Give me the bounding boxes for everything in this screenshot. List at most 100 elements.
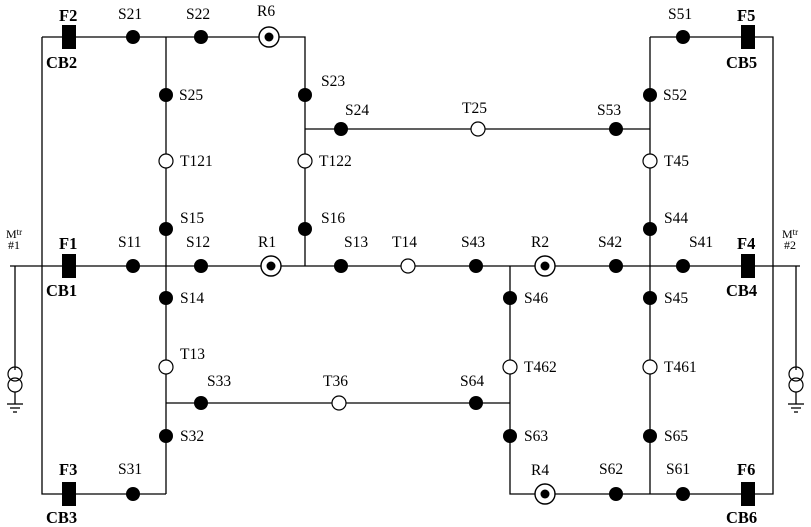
- switch-s46-label: S46: [524, 290, 548, 307]
- breaker-cb3: [62, 482, 76, 506]
- breaker-cb6-label: CB6: [726, 508, 757, 527]
- switch-s62: [609, 487, 623, 501]
- switch-s51-label: S51: [668, 6, 692, 23]
- tie-t122-label: T122: [319, 153, 352, 170]
- switch-s11-label: S11: [118, 234, 142, 251]
- breaker-cb5: [741, 25, 755, 49]
- recloser-r4-label: R4: [531, 462, 549, 479]
- tie-t461-label: T461: [664, 359, 697, 376]
- switch-s31-label: S31: [118, 461, 142, 478]
- recloser-r6-label: R6: [257, 3, 275, 20]
- switch-s24: [334, 122, 348, 136]
- switch-s22: [194, 30, 208, 44]
- tie-t121: [158, 153, 174, 169]
- switch-s23-label: S23: [321, 73, 345, 90]
- switch-s33-label: S33: [207, 373, 231, 390]
- switch-s41-label: S41: [689, 234, 713, 251]
- transformer-2-icon: [788, 366, 804, 413]
- tie-t36-label: T36: [323, 373, 348, 390]
- tie-t14: [400, 258, 416, 274]
- switch-s65: [643, 429, 657, 443]
- switch-s44-label: S44: [664, 210, 688, 227]
- breaker-cb1-label: CB1: [46, 281, 77, 300]
- switch-s13-label: S13: [344, 234, 368, 251]
- recloser-r1: [260, 255, 282, 277]
- feeder-f2-label: F2: [59, 6, 77, 25]
- switch-s43: [469, 259, 483, 273]
- switch-s42: [609, 259, 623, 273]
- switch-s32: [159, 429, 173, 443]
- switch-s24-label: S24: [345, 102, 369, 119]
- switch-s12-label: S12: [186, 234, 210, 251]
- tie-t14-label: T14: [392, 234, 417, 251]
- breaker-cb4: [741, 254, 755, 278]
- tie-t25: [470, 121, 486, 137]
- tie-t461: [642, 359, 658, 375]
- recloser-r2: [534, 255, 556, 277]
- tie-switches: [158, 121, 658, 411]
- switch-s32-label: S32: [180, 428, 204, 445]
- switch-s64-label: S64: [460, 373, 484, 390]
- switch-s62-label: S62: [599, 461, 623, 478]
- switch-s12: [194, 259, 208, 273]
- switch-s33: [194, 396, 208, 410]
- recloser-r1-label: R1: [258, 234, 276, 251]
- switch-s63-label: S63: [524, 428, 548, 445]
- switch-s14-label: S14: [180, 290, 204, 307]
- transformer-1-icon: [7, 366, 23, 413]
- transformer-1-number: #1: [8, 238, 20, 252]
- tie-t45-label: T45: [664, 153, 689, 170]
- switch-s45-label: S45: [664, 290, 688, 307]
- feeder-f6-label: F6: [737, 460, 755, 479]
- switch-s14: [159, 291, 173, 305]
- switch-s15-label: S15: [180, 210, 204, 227]
- switch-s13: [334, 259, 348, 273]
- switch-s51: [676, 30, 690, 44]
- switch-s31: [126, 487, 140, 501]
- tie-t462-label: T462: [524, 359, 557, 376]
- switch-s11: [126, 259, 140, 273]
- breaker-cb2-label: CB2: [46, 53, 77, 72]
- recloser-r4: [534, 483, 556, 505]
- switch-s23: [298, 88, 312, 102]
- transformer-1-label: Mtr: [6, 227, 22, 241]
- switch-s25-label: S25: [179, 87, 203, 104]
- switch-s16-label: S16: [321, 210, 345, 227]
- switch-s22-label: S22: [186, 6, 210, 23]
- switch-s41: [676, 259, 690, 273]
- switch-s16: [298, 222, 312, 236]
- breaker-cb4-label: CB4: [726, 281, 757, 300]
- feeder-f5-label: F5: [737, 6, 755, 25]
- breaker-cb2: [62, 25, 76, 49]
- switch-s45: [643, 291, 657, 305]
- closed-switches: [126, 30, 690, 501]
- breaker-cb5-label: CB5: [726, 53, 757, 72]
- tie-t13-label: T13: [180, 346, 205, 363]
- transformer-2-number: #2: [784, 238, 796, 252]
- feeder-f1-label: F1: [59, 234, 77, 253]
- switch-s64: [469, 396, 483, 410]
- switch-s61: [676, 487, 690, 501]
- tie-t36: [331, 395, 347, 411]
- switch-s15: [159, 222, 173, 236]
- tie-t122: [297, 153, 313, 169]
- switch-s53-label: S53: [597, 102, 621, 119]
- switch-s52: [643, 88, 657, 102]
- feeder-f3-label: F3: [59, 460, 77, 479]
- tie-t25-label: T25: [462, 100, 487, 117]
- recloser-r2-label: R2: [531, 234, 549, 251]
- switch-s43-label: S43: [461, 234, 485, 251]
- tie-t462: [502, 359, 518, 375]
- switch-s21-label: S21: [118, 6, 142, 23]
- feeder-f4-label: F4: [737, 234, 755, 253]
- switch-s25: [159, 88, 173, 102]
- recloser-r6: [258, 26, 280, 48]
- switch-s46: [503, 291, 517, 305]
- switch-s65-label: S65: [664, 428, 688, 445]
- tie-t13: [158, 359, 174, 375]
- breaker-cb6: [741, 482, 755, 506]
- breaker-cb1: [62, 254, 76, 278]
- switch-s52-label: S52: [663, 87, 687, 104]
- tie-t121-label: T121: [180, 153, 213, 170]
